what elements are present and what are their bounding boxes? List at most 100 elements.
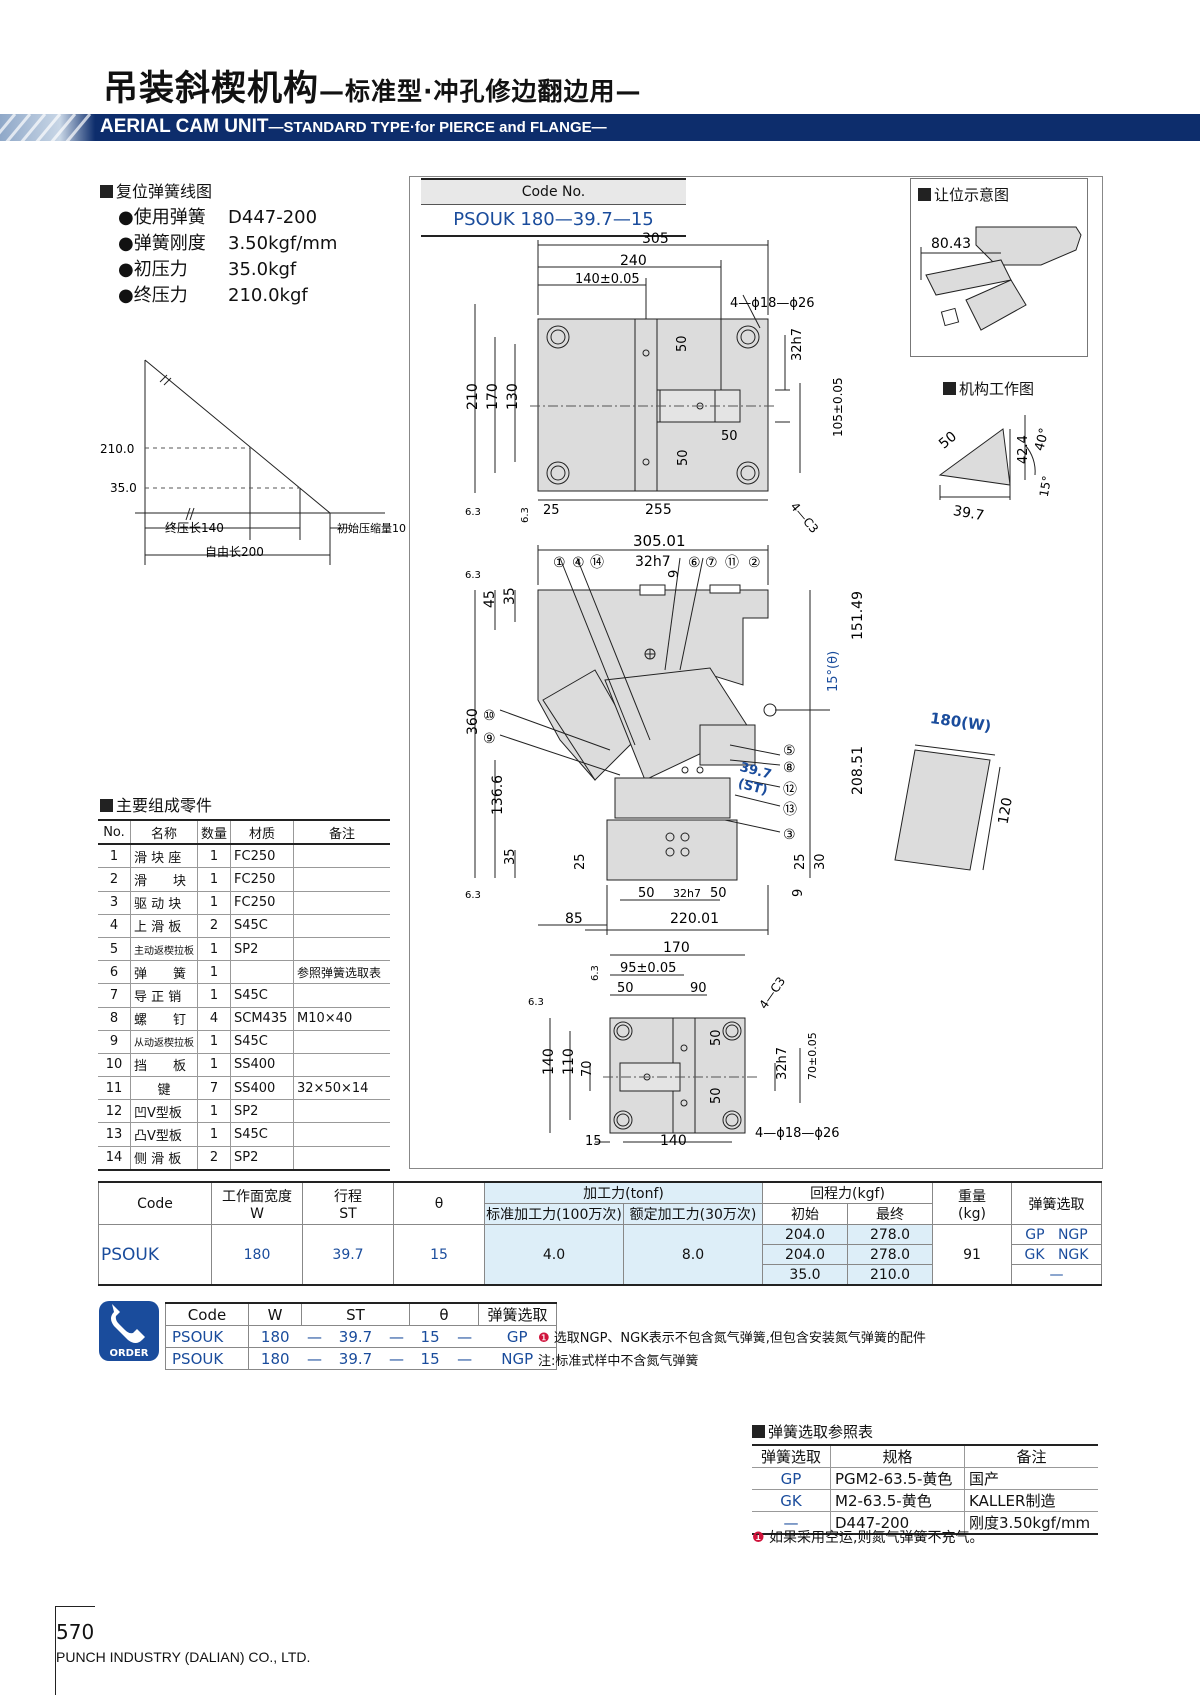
- part-no: 3: [98, 891, 131, 915]
- work-dim-42: 42.4: [1016, 435, 1031, 464]
- order-h-theta: θ: [409, 1302, 479, 1326]
- part-no: 1: [98, 844, 131, 869]
- part-no: 12: [98, 1099, 131, 1124]
- width-dim-120: 120: [996, 796, 1016, 825]
- title-banner: [0, 114, 1200, 141]
- part-name: 驱 动 块: [130, 891, 198, 915]
- spec-st: 39.7: [302, 1224, 394, 1286]
- callout-8: ⑧: [783, 760, 796, 776]
- code-box: Code No. PSOUK 180—39.7—15: [421, 178, 686, 237]
- spec-h-force-rated: 额定加工力(30万次): [623, 1203, 763, 1225]
- part-no: 14: [98, 1146, 131, 1171]
- order-w: 180: [248, 1325, 302, 1348]
- spec-code: PSOUK: [98, 1224, 212, 1286]
- front-dim-136: 136.6: [490, 775, 506, 815]
- part-name: 弹 簧: [130, 960, 198, 985]
- code-box-label: Code No.: [421, 178, 686, 205]
- order-code: PSOUK: [165, 1347, 249, 1370]
- spec-spring-a: GK: [1024, 1246, 1045, 1263]
- gas-table-title: 弹簧选取参照表: [752, 1421, 873, 1442]
- spec-h-weight-unit: (kg): [958, 1205, 986, 1222]
- spec-w: 180: [211, 1224, 303, 1286]
- parts-h-mat: 材质: [230, 818, 295, 846]
- retract-diagram: 80.43: [920, 226, 1082, 331]
- spec-header-row: 标准加工力(100万次) 额定加工力(30万次) 初始 最终: [99, 1203, 1102, 1225]
- front-dim-35: 35: [502, 587, 518, 605]
- spec-force-std: 4.0: [484, 1224, 624, 1286]
- top-dim-25: 25: [543, 503, 560, 518]
- part-note: [293, 867, 391, 892]
- part-note: [293, 891, 391, 915]
- part-no: 9: [98, 1030, 131, 1054]
- spec-h-w-sym: W: [250, 1205, 264, 1222]
- order-sep: —: [383, 1347, 410, 1370]
- top-dim-holes: 4—ϕ18—ϕ26: [730, 296, 815, 311]
- part-qty: 1: [197, 867, 232, 892]
- parts-section-title: 主要组成零件: [100, 792, 212, 816]
- part-name: 导 正 销: [130, 983, 198, 1008]
- top-dim-240: 240: [620, 253, 647, 269]
- spec-return-final: 210.0: [847, 1264, 933, 1286]
- front-dim-theta: 15°(θ): [826, 651, 841, 692]
- front-dim-50a: 50: [638, 886, 655, 901]
- spring-section-title: 复位弹簧线图: [100, 178, 212, 202]
- gas-select: GK: [752, 1489, 831, 1512]
- order-header-row: Code W ST θ 弹簧选取: [165, 1302, 557, 1326]
- part-no: 5: [98, 937, 131, 962]
- callout-9: ⑨: [483, 731, 496, 747]
- banner-stripes: [0, 113, 92, 145]
- part-no: 8: [98, 1007, 131, 1031]
- part-note: [293, 983, 391, 1008]
- spring-final-len: 终压长140: [165, 520, 224, 535]
- spec-theta: 15: [393, 1224, 485, 1286]
- table-row: PSOUK 180 — 39.7 — 15 — GP: [165, 1325, 557, 1348]
- part-name: 键: [130, 1076, 198, 1101]
- front-dim-208: 208.51: [850, 746, 866, 795]
- spec-spring-a: GP: [1025, 1226, 1045, 1243]
- callout-1: ①: [553, 555, 566, 571]
- spring-y2: 35.0: [110, 481, 137, 495]
- part-name: 螺 钉: [130, 1007, 198, 1031]
- callout-2: ②: [748, 555, 761, 571]
- front-dim-50b: 50: [710, 886, 727, 901]
- order-h-w: W: [248, 1302, 302, 1326]
- spec-weight: 91: [932, 1224, 1012, 1286]
- gas-h-spec: 规格: [830, 1444, 965, 1468]
- top-dim-50c: 50: [676, 449, 691, 466]
- part-note: M10×40: [293, 1007, 391, 1031]
- bottom-dim-50: 50: [617, 981, 634, 996]
- part-no: 13: [98, 1122, 131, 1147]
- order-sep: —: [383, 1325, 410, 1348]
- part-name: 挡 板: [130, 1053, 198, 1078]
- front-dim-151: 151.49: [850, 591, 866, 640]
- top-dim-105: 105±0.05: [831, 377, 845, 437]
- part-name: 滑 块: [130, 867, 198, 892]
- callout-5: ⑤: [783, 743, 796, 759]
- title-cn-sub: —标准型·冲孔修边翻边用—: [319, 77, 642, 106]
- part-note: [293, 844, 391, 869]
- gas-spec: PGM2-63.5-黄色: [830, 1467, 965, 1490]
- part-material: S45C: [230, 983, 295, 1008]
- front-dim-85: 85: [565, 911, 583, 927]
- work-dim-15deg: 15°: [1037, 475, 1054, 498]
- gas-note: 刚度3.50kgf/mm: [964, 1511, 1098, 1535]
- callout-3: ③: [783, 827, 796, 843]
- part-material: FC250: [230, 844, 295, 869]
- parts-h-name: 名称: [130, 818, 198, 846]
- order-table: Code W ST θ 弹簧选取 PSOUK 180 — 39.7 — 15 —…: [165, 1302, 557, 1370]
- part-qty: 2: [197, 914, 232, 938]
- part-name: 上 滑 板: [130, 914, 198, 938]
- bottom-surface-mark: 6.3: [528, 997, 544, 1008]
- spec-label: ●弹簧刚度: [118, 233, 206, 254]
